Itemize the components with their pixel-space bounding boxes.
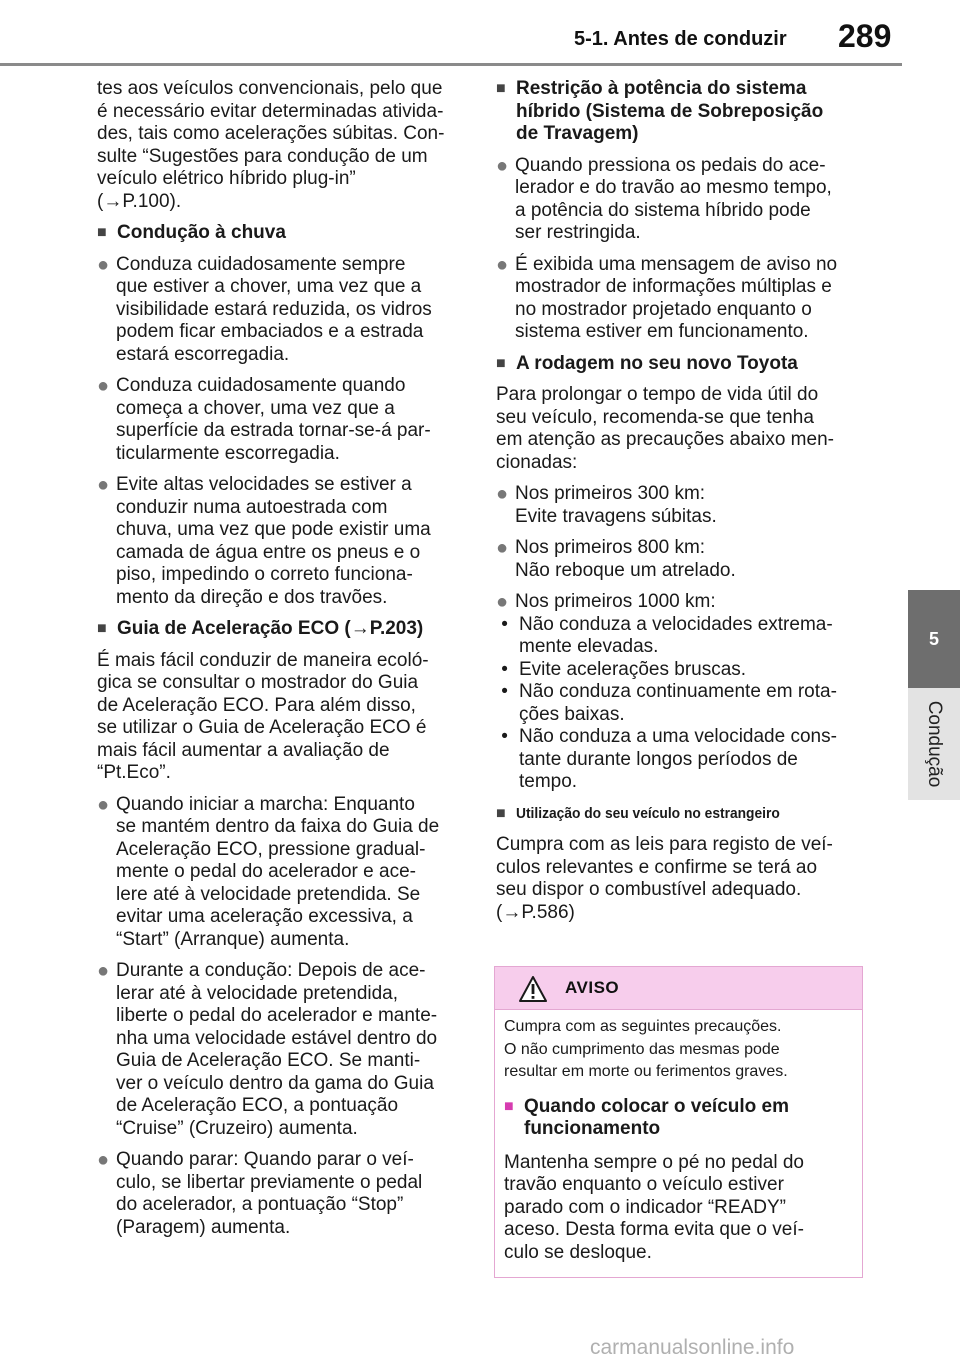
- break-in-bullet-800: ● Nos primeiros 800 km: Não reboque um a…: [496, 537, 736, 581]
- abroad-paragraph[interactable]: Cumpra com as leis para registo de veí- …: [496, 834, 833, 923]
- square-bullet-icon: ■: [496, 80, 506, 97]
- warning-triangle-icon: [519, 976, 547, 1002]
- break-in-bullet-1000: ● Nos primeiros 1000 km:: [496, 591, 716, 613]
- square-bullet-icon: ■: [496, 804, 506, 822]
- break-in-heading: ■ A rodagem no seu novo Toyota: [496, 352, 798, 374]
- circle-bullet-icon: ●: [496, 253, 509, 276]
- square-bullet-icon: ■: [97, 620, 107, 637]
- circle-bullet-icon: ●: [97, 253, 110, 276]
- rain-heading: ■ Condução à chuva: [97, 222, 286, 243]
- circle-bullet-icon: ●: [97, 474, 110, 496]
- circle-bullet-icon: ●: [496, 537, 509, 559]
- warning-box: AVISO Cumpra com as seguintes precauções…: [494, 966, 863, 1278]
- eco-heading[interactable]: ■ Guia de Aceleração ECO (→P.203): [97, 618, 424, 639]
- chapter-tab-label[interactable]: Condução: [908, 688, 960, 800]
- dot-bullet-icon: •: [496, 726, 508, 747]
- chapter-tab-label-text: Condução: [924, 700, 945, 788]
- warning-subheading: ■ Quando colocar o veículo em funcioname…: [504, 1095, 790, 1140]
- rain-bullet: ● Conduza cuidadosamente sempre que esti…: [97, 253, 432, 365]
- intro-paragraph: tes aos veículos convencionais, pelo que…: [97, 78, 445, 212]
- page-number: 289: [838, 18, 892, 54]
- warning-body: Cumpra com as seguintes precauções. O nã…: [495, 1010, 862, 1264]
- abroad-heading: ■ Utilização do seu veículo no estrangei…: [496, 803, 866, 826]
- warning-paragraph: Mantenha sempre o pé no pedal do travão …: [504, 1151, 804, 1263]
- break-in-bullet-300: ● Nos primeiros 300 km: Evite travagens …: [496, 483, 717, 527]
- list-item: • Evite acelerações bruscas.: [496, 658, 747, 680]
- warning-intro: Cumpra com as seguintes precauções. O nã…: [504, 1018, 788, 1080]
- chapter-tab-number[interactable]: 5: [908, 590, 960, 688]
- list-item: • Não conduza continuamente em rota- çõe…: [496, 681, 837, 725]
- rain-bullet: ● Evite altas velocidades se estiver a c…: [97, 474, 431, 608]
- rain-bullet: ● Conduza cuidadosamente quando começa a…: [97, 375, 431, 464]
- circle-bullet-icon: ●: [496, 483, 509, 505]
- eco-bullet: ● Quando iniciar a marcha: Enquanto se m…: [97, 793, 440, 950]
- left-column: tes aos veículos convencionais, pelo que…: [97, 78, 465, 1248]
- circle-bullet-icon: ●: [496, 591, 509, 613]
- watermark: carmanualsonline.info: [590, 1336, 795, 1359]
- list-item: • Não conduza a uma velocidade cons- tan…: [496, 726, 837, 792]
- eco-bullet: ● Quando parar: Quando parar o veí- culo…: [97, 1149, 423, 1238]
- eco-bullet: ● Durante a condução: Depois de ace- ler…: [97, 960, 438, 1139]
- warning-header: AVISO: [495, 967, 862, 1010]
- list-item: • Não conduza a velocidades extrema- men…: [496, 613, 833, 658]
- circle-bullet-icon: ●: [496, 154, 509, 177]
- restriction-heading: ■ Restrição à potência do sistema híbrid…: [496, 78, 824, 144]
- restriction-bullet: ● É exibida uma mensagem de aviso no mos…: [496, 253, 838, 343]
- dot-bullet-icon: •: [496, 658, 508, 680]
- warning-title: AVISO: [565, 978, 620, 997]
- square-bullet-icon: ■: [496, 354, 506, 372]
- right-column: ■ Restrição à potência do sistema híbrid…: [496, 78, 866, 933]
- square-bullet-icon: ■: [504, 1097, 514, 1115]
- circle-bullet-icon: ●: [97, 960, 110, 982]
- break-in-paragraph: Para prolongar o tempo de vida útil do s…: [496, 384, 834, 473]
- restriction-bullet: ● Quando pressiona os pedais do ace- ler…: [496, 154, 832, 244]
- circle-bullet-icon: ●: [97, 793, 110, 816]
- dot-bullet-icon: •: [496, 613, 508, 635]
- header-rule: [0, 63, 902, 66]
- dot-bullet-icon: •: [496, 681, 508, 702]
- circle-bullet-icon: ●: [97, 1149, 110, 1171]
- circle-bullet-icon: ●: [97, 375, 110, 397]
- section-title: 5-1. Antes de conduzir: [574, 28, 787, 50]
- square-bullet-icon: ■: [97, 224, 107, 241]
- eco-paragraph: É mais fácil conduzir de maneira ecoló- …: [97, 649, 429, 784]
